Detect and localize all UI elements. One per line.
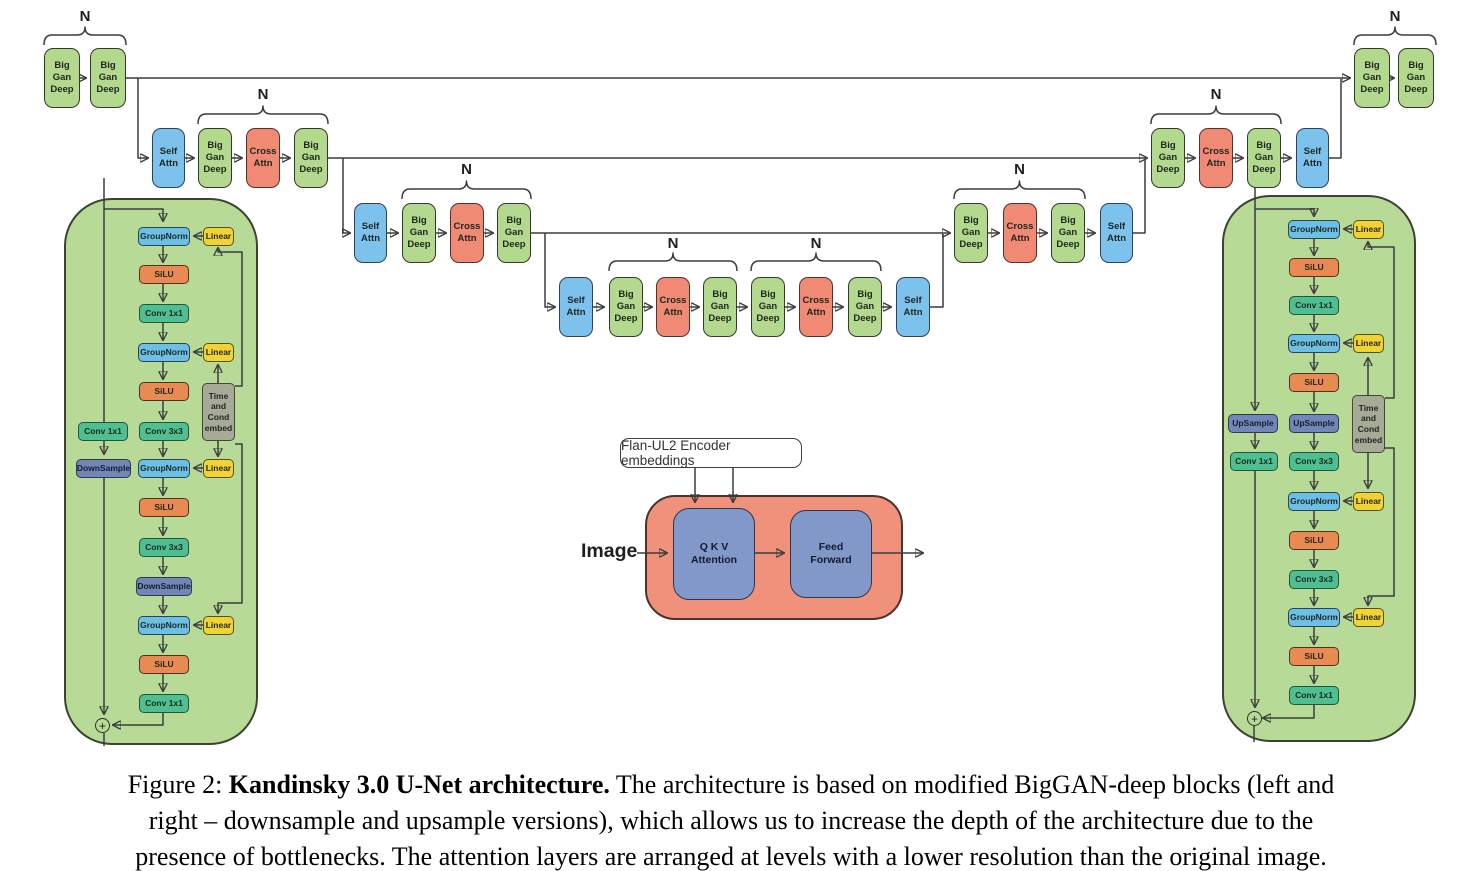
repeat-brace (608, 252, 738, 272)
repeat-brace (1150, 105, 1282, 125)
repeat-brace (750, 252, 882, 272)
connector-layer (43, 26, 1437, 746)
repeat-brace (953, 180, 1086, 200)
image-input-label: Image (581, 540, 638, 562)
caption-title: Kandinsky 3.0 U-Net architecture. (228, 770, 610, 799)
caption-line-3: presence of bottlenecks. The attention l… (135, 842, 1327, 871)
caption-line-2: right – downsample and upsample versions… (148, 806, 1314, 835)
repeat-brace (43, 26, 127, 46)
repeat-brace (401, 180, 532, 200)
plain-wires (103, 79, 1342, 746)
repeat-braces (43, 26, 1437, 272)
flan-ul2-label: Flan-UL2 Encoder embeddings (621, 438, 731, 468)
repeat-brace (1353, 26, 1437, 46)
flan-ul2-encoder-embeddings-box: Flan-UL2 Encoder embeddings (620, 438, 802, 468)
repeat-brace (197, 105, 329, 125)
figure-caption: Figure 2: Kandinsky 3.0 U-Net architectu… (0, 767, 1462, 871)
arrow-wires (80, 78, 1394, 725)
caption-line-1-rest: The architecture is based on modified Bi… (609, 770, 1335, 799)
caption-line-1: Figure 2: Kandinsky 3.0 U-Net architectu… (0, 767, 1462, 803)
caption-prefix: Figure 2: (127, 770, 229, 799)
